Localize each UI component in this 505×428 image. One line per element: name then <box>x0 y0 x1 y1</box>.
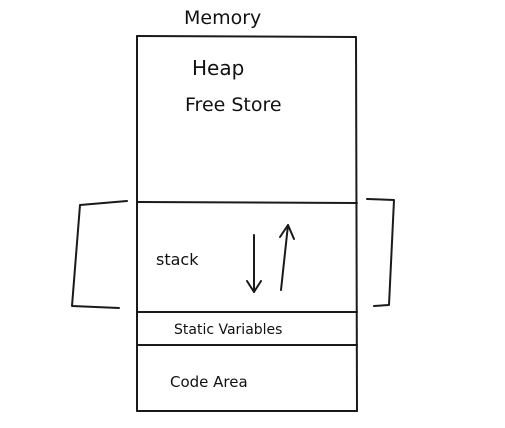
column-top-border <box>136 35 357 38</box>
heap-label: Heap <box>192 56 244 80</box>
stack-label: stack <box>156 250 199 269</box>
arrow-up-icon <box>279 224 295 291</box>
stack-left-bracket <box>71 200 128 309</box>
free-store-label: Free Store <box>185 94 282 116</box>
diagram-title: Memory <box>184 7 261 29</box>
column-right-border <box>355 36 358 412</box>
code-area-label: Code Area <box>170 373 248 391</box>
static-variables-label: Static Variables <box>174 322 282 338</box>
memory-column <box>136 35 358 412</box>
arrow-down-icon <box>246 234 262 293</box>
heap-stack-divider <box>136 201 358 204</box>
stack-right-bracket <box>366 198 395 307</box>
